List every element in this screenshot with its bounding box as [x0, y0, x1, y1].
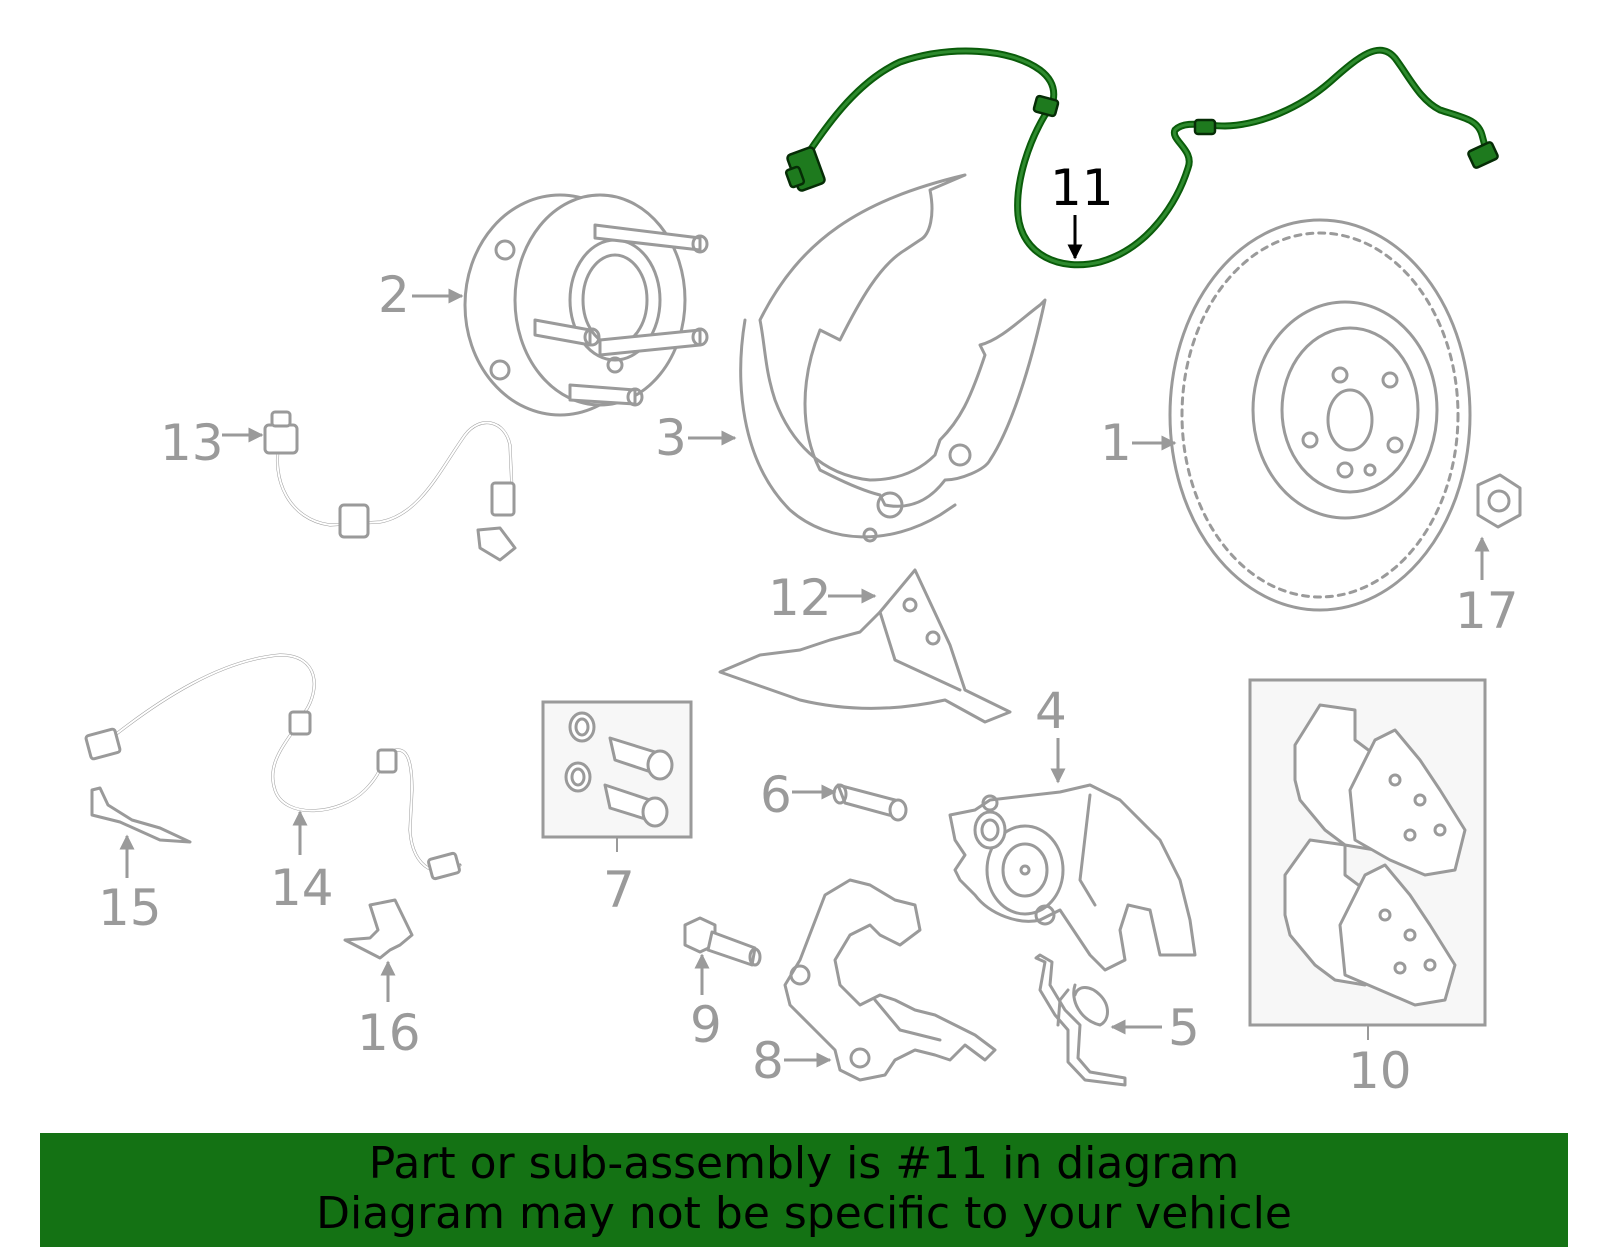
- callout-10: 10: [1348, 1042, 1412, 1100]
- part-6-guide-pin[interactable]: [832, 783, 908, 822]
- part-14-brake-hose[interactable]: [84, 653, 462, 881]
- part-15-bracket[interactable]: [90, 786, 192, 844]
- part-12-splash-shield[interactable]: [718, 568, 1012, 724]
- callout-4: 4: [1035, 682, 1067, 740]
- banner-line-2: Diagram may not be specific to your vehi…: [316, 1188, 1292, 1239]
- clip-upper: [1032, 94, 1060, 118]
- callout-3: 3: [655, 409, 687, 467]
- callout-16: 16: [357, 1004, 421, 1062]
- part-10-brake-pads[interactable]: [1248, 678, 1487, 1027]
- part-2-hub-bearing[interactable]: [463, 193, 709, 417]
- callout-17: 17: [1455, 582, 1519, 640]
- part-11-wire[interactable]: [784, 46, 1499, 269]
- clip-middle: [1193, 118, 1217, 136]
- callout-15: 15: [98, 879, 162, 937]
- callout-13: 13: [160, 414, 224, 472]
- part-13-speed-sensor[interactable]: [263, 410, 517, 562]
- callout-12: 12: [768, 569, 832, 627]
- callout-8: 8: [752, 1032, 784, 1090]
- part-7-guide-pin-kit[interactable]: [541, 700, 693, 839]
- callout-7: 7: [603, 861, 635, 919]
- part-9-bolt[interactable]: [683, 916, 762, 967]
- connector-left-tab: [784, 165, 806, 189]
- callout-5: 5: [1168, 999, 1200, 1057]
- banner-line-1: Part or sub-assembly is #11 in diagram: [368, 1138, 1240, 1189]
- part-8-caliper-bracket[interactable]: [783, 878, 997, 1082]
- part-17-nut[interactable]: [1476, 473, 1522, 529]
- part-3-dust-shield[interactable]: [739, 173, 1047, 543]
- info-banner: Part or sub-assembly is #11 in diagram D…: [40, 1133, 1568, 1247]
- connector-right: [1467, 141, 1499, 169]
- part-4-brake-caliper[interactable]: [948, 783, 1197, 972]
- callout-9: 9: [690, 996, 722, 1054]
- callout-2: 2: [378, 266, 410, 324]
- callout-6: 6: [760, 766, 792, 824]
- part-16-bracket[interactable]: [343, 898, 414, 960]
- callout-1: 1: [1100, 414, 1132, 472]
- callout-14: 14: [270, 859, 334, 917]
- callout-11: 11: [1050, 159, 1114, 217]
- part-5-anti-rattle-clip[interactable]: [1034, 953, 1127, 1087]
- part-1-brake-rotor[interactable]: [1168, 218, 1472, 612]
